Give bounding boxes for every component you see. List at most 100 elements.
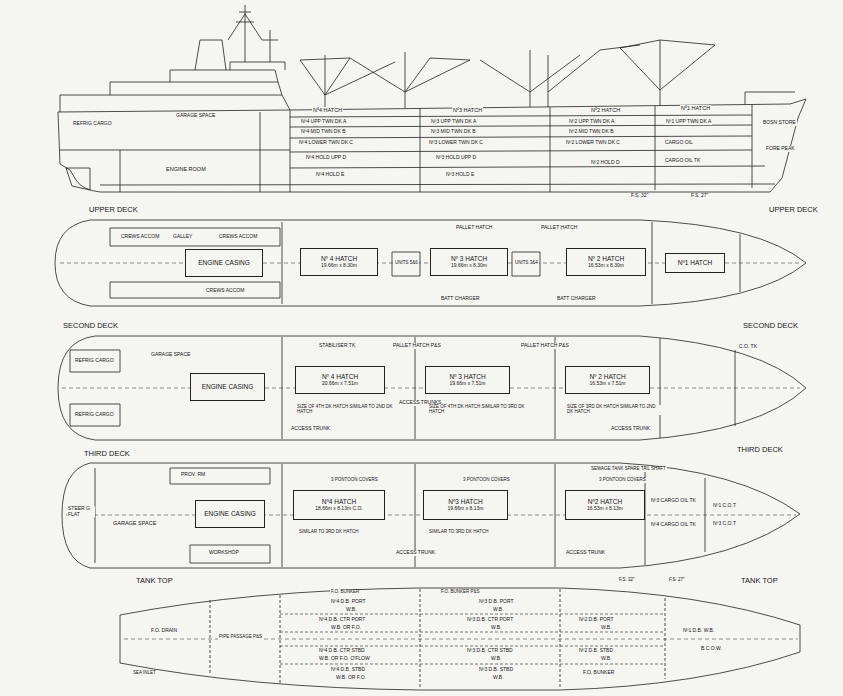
drawing-label: Nº4 LOWER TWN DK C [298, 140, 354, 146]
drawing-label: SIZE OF 4TH DK HATCH SIMILAR TO 2ND DK H… [296, 405, 394, 415]
superstructure [110, 82, 282, 95]
drawing-label: SIMILAR TO 3RD DK HATCH [428, 530, 490, 535]
drawing-label: REFRIG CARGO [72, 121, 113, 127]
drawing-label: THIRD DECK [83, 450, 131, 458]
drawing-label: THIRD DECK [736, 446, 784, 454]
drawing-label: STEER G FLAT [67, 506, 95, 517]
bridge [230, 62, 285, 70]
drawing-label: Nº4 D.B. STBD [330, 667, 366, 673]
drawing-label: SIZE OF 3RD DK HATCH SIMILAR TO 2ND DK H… [566, 405, 664, 415]
drawing-label: UPPER DECK [88, 206, 139, 214]
compartment-name: Nº4 HATCH [322, 498, 356, 505]
drawing-label: Nº4 HOLD UPP D [305, 155, 347, 161]
drawing-label: W.B. [600, 656, 613, 662]
second-deck-outline [58, 336, 806, 440]
hatch-dimension: 20.66m x 7.51m [322, 381, 358, 387]
drawing-label: ACCESS TRUNK [290, 426, 331, 432]
drawing-label: GARAGE SPACE [175, 113, 216, 119]
drawing-label: Nº4 HATCH [312, 107, 343, 113]
hatch-dimension: 19.66m x 7.51m [450, 381, 486, 387]
drawing-label: Nº3 C.O.T [712, 521, 737, 527]
drawing-label: F.O. DRAIN [150, 628, 178, 634]
hatch-dimension: 19.66m x 8.13m [448, 506, 484, 512]
drawing-label: REFRIG CARGO [74, 412, 115, 418]
drawing-label: Nº3 MID TWN DK B [430, 129, 477, 135]
drawing-label: Nº3 HOLD E [445, 172, 475, 178]
drawing-label: BOSN STORE [762, 120, 797, 126]
drawing-label: SEA INLET [132, 671, 157, 676]
drawing-label: ACCESS TRUNK [395, 550, 436, 556]
drawing-label: W.B. OR F.O. [330, 625, 362, 631]
drawing-label: Nº1 UPP TWN DK A [665, 119, 712, 125]
tank-boundary [210, 589, 665, 689]
drawing-label: FORE PEAK [765, 146, 796, 152]
compartment-name: Nº3 HATCH [448, 498, 482, 505]
compartment-name: Nº 2 HATCH [589, 373, 625, 380]
drawing-label: Nº3 LOWER TWN DK C [428, 140, 484, 146]
drawing-label: Nº2 HATCH [590, 107, 621, 113]
drawing-label: Nº3 HATCH [452, 107, 483, 113]
accommodation-outline [110, 222, 282, 304]
upper-deck-outline [55, 220, 806, 306]
drawing-label: Nº3 UPP TWN DK A [430, 119, 477, 125]
drawing-label: CARGO OIL TK [664, 158, 701, 164]
drawing-label: Nº4 MID TWN DK B [300, 129, 347, 135]
hatch-box: Nº3 HATCH19.66m x 8.13m [423, 490, 508, 520]
drawing-label: W.B. [490, 656, 503, 662]
compartment-name: Nº1 HATCH [678, 259, 712, 266]
superstructure [60, 95, 290, 112]
hatch-dimension: 16.53m x 8.30m [588, 263, 624, 269]
drawing-label: 3 PONTOON COVERS [462, 478, 511, 483]
drawing-label: GARAGE SPACE [150, 352, 191, 358]
drawing-label: C.O. TK [738, 344, 758, 350]
bulkhead [290, 104, 752, 192]
drawing-label: Nº3 HOLD UPP D [435, 155, 477, 161]
hatch-box: Nº 4 HATCH20.66m x 7.51m [295, 366, 385, 394]
drawing-label: Nº1 HATCH [680, 105, 711, 111]
drawing-label: Nº1 D.B. W.B. [682, 628, 715, 634]
hatch-box: Nº 3 HATCH19.66m x 7.51m [425, 366, 510, 394]
drawing-label: Nº4 D.B. CTR PORT [318, 617, 366, 623]
drawing-label: BATT CHARGER [556, 296, 597, 302]
mast [228, 5, 262, 62]
drawing-label: Nº2 HOLD D [590, 160, 621, 166]
drawing-label: SECOND DECK [62, 322, 119, 330]
drawing-label: 3 PONTOON COVERS [598, 478, 647, 483]
drawing-label: CREWS ACCOM [218, 234, 258, 240]
hatch-box: ENGINE CASING [190, 373, 265, 401]
hatch-dimension: 16.53m x 7.51m [590, 381, 626, 387]
drawing-label: Nº2 MID TWN DK B [568, 129, 615, 135]
drawing-label: Nº2 D.B. PORT [578, 617, 615, 623]
foremast [745, 92, 795, 104]
hatch-box: Nº2 HATCH16.53m x 8.13m [565, 490, 645, 520]
drawing-label: F.O. BUNKER [330, 590, 360, 595]
compartment-name: Nº 3 HATCH [449, 373, 485, 380]
drawing-label: PALLET HATCH [455, 225, 493, 231]
drawing-label: F.O. BUNKER P&S [440, 590, 481, 595]
drawing-label: F.S. 27" [668, 578, 686, 583]
derrick-boom [300, 58, 470, 95]
hatch-dimension: 19.66m x 8.30m [451, 263, 487, 269]
hatch-box: ENGINE CASING [195, 500, 265, 528]
drawing-label: Nº4 CARGO OIL TK [650, 522, 698, 528]
drawing-label: F.S. 27" [690, 193, 709, 199]
compartment-name: Nº 4 HATCH [322, 373, 358, 380]
drawing-label: PIPE PASSAGE P&S [218, 635, 263, 640]
tank-top-outline [120, 588, 800, 690]
drawing-label: Nº2 LOWER TWN DK C [565, 140, 621, 146]
superstructure [170, 70, 278, 82]
hatch-dimension: 19.66m x 8.30m [321, 263, 357, 269]
drawing-label: Nº1 C.O.T [712, 503, 737, 509]
drawing-label: SEWAGE TANK SPARE TAIL SHAFT [590, 467, 667, 472]
derrick-boom [480, 40, 715, 92]
compartment-name: ENGINE CASING [204, 510, 256, 517]
drawing-label: ENGINE ROOM [165, 166, 207, 172]
drawing-label: PALLET HATCH P&S [392, 343, 442, 349]
drawing-label: GALLEY [172, 234, 193, 240]
drawing-label: WORKSHOP [208, 550, 240, 556]
compartment-name: Nº 4 HATCH [321, 255, 357, 262]
drawing-label: Nº3 CARGO OIL TK [650, 498, 698, 504]
hatch-box: Nº4 HATCH18.66m x 8.13m C.O. [293, 490, 385, 520]
drawing-label: W.B. [492, 675, 505, 681]
drawing-label: Nº2 D.B. STBD [578, 648, 614, 654]
